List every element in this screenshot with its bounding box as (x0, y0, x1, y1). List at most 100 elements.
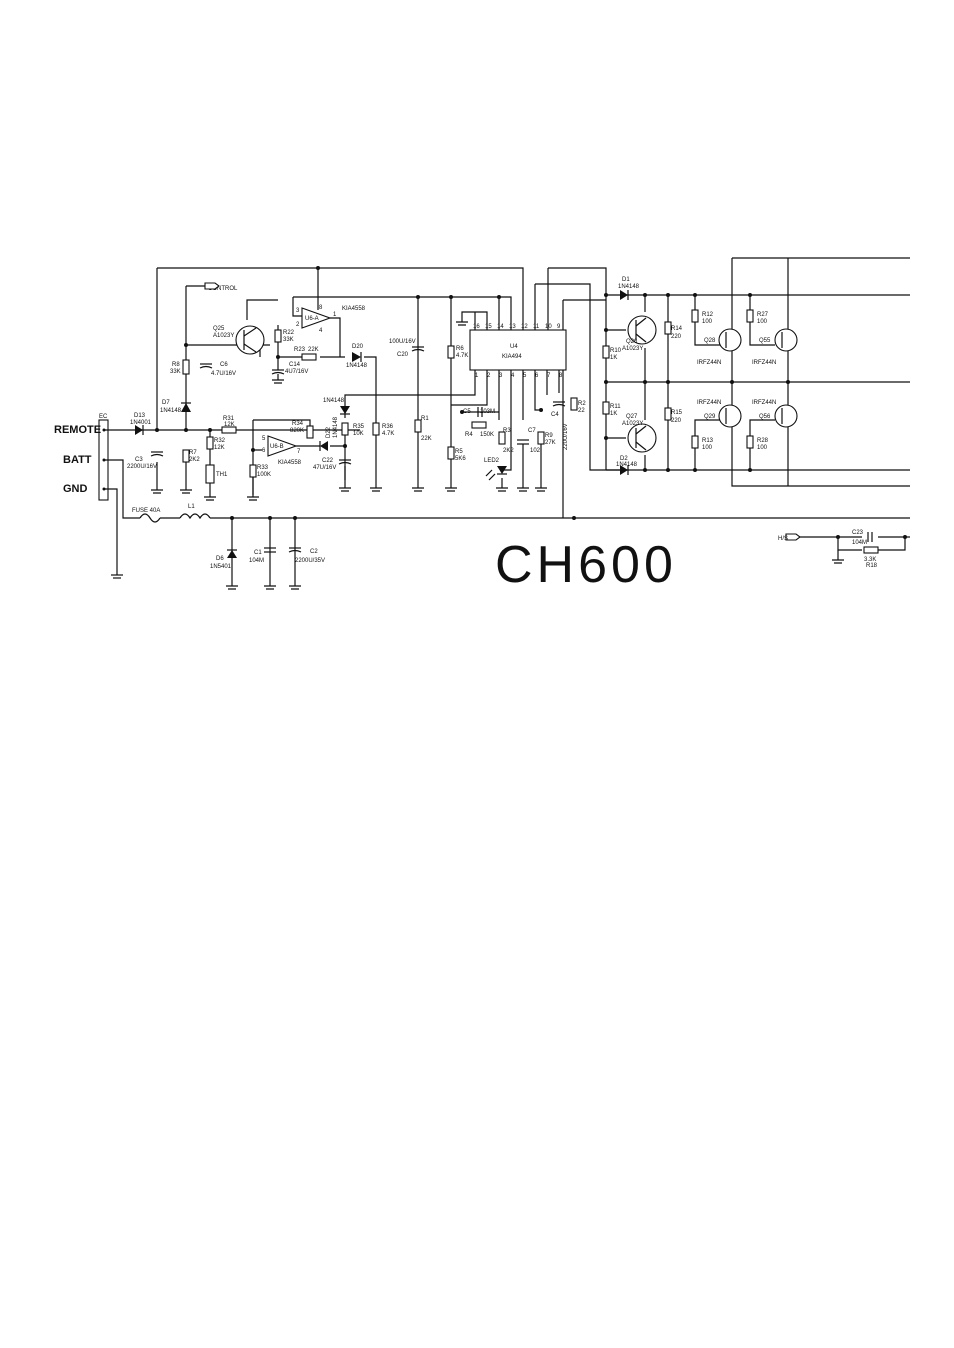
svg-text:150K: 150K (480, 432, 494, 438)
capacitors: C3 2200U/16V C6 4.7U/16V C14 4U7/16V C22… (127, 339, 873, 564)
svg-text:1N4148: 1N4148 (618, 284, 640, 290)
svg-text:3.3K: 3.3K (864, 557, 876, 563)
svg-text:12: 12 (521, 324, 528, 330)
svg-text:R11: R11 (610, 404, 621, 410)
svg-text:R33: R33 (257, 465, 269, 471)
svg-text:C3: C3 (135, 457, 143, 463)
svg-text:C1: C1 (254, 550, 262, 556)
svg-text:103M: 103M (480, 409, 495, 415)
svg-text:15: 15 (485, 324, 492, 330)
svg-text:A1023Y: A1023Y (213, 333, 234, 339)
resistors: R8 33K R7 2K2 R22 33K R23 22K R31 12K R3… (170, 309, 879, 569)
svg-text:1N4148: 1N4148 (160, 408, 182, 414)
diode-d6: D6 1N5401 (210, 549, 237, 570)
svg-text:C7: C7 (528, 428, 536, 434)
svg-text:IRFZ44N: IRFZ44N (697, 360, 721, 366)
svg-text:Q25: Q25 (213, 326, 225, 332)
svg-text:100: 100 (702, 445, 713, 451)
svg-text:Q27: Q27 (626, 414, 638, 420)
svg-text:1: 1 (475, 373, 479, 379)
transistor-q27: Q27 A1023Y (622, 414, 657, 453)
svg-text:R6: R6 (456, 346, 464, 352)
diode-d7: D7 1N4148 (160, 400, 191, 414)
svg-text:1: 1 (333, 312, 337, 318)
hs-connector: H/S (778, 533, 801, 542)
svg-text:4: 4 (511, 373, 515, 379)
svg-text:11: 11 (533, 324, 540, 330)
svg-text:4U7/16V: 4U7/16V (285, 369, 308, 375)
svg-text:U6-A: U6-A (305, 316, 319, 322)
wiring (104, 257, 910, 580)
svg-text:10: 10 (545, 324, 552, 330)
ic-u4: U4 KIA494 16 15 14 13 12 11 10 9 1 2 3 4… (469, 324, 567, 379)
svg-text:A1023Y: A1023Y (622, 421, 643, 427)
svg-text:L1: L1 (188, 504, 195, 510)
mosfet-q55: Q55 IRFZ44N (752, 328, 798, 366)
svg-text:1N5401: 1N5401 (210, 564, 232, 570)
svg-text:4.7K: 4.7K (456, 353, 468, 359)
svg-text:R1: R1 (421, 416, 429, 422)
svg-text:220: 220 (671, 334, 682, 340)
svg-text:R18: R18 (866, 563, 878, 569)
svg-text:4.7U/16V: 4.7U/16V (211, 371, 236, 377)
svg-text:LED2: LED2 (484, 458, 500, 464)
svg-text:1N4001: 1N4001 (130, 420, 152, 426)
svg-text:100U/16V: 100U/16V (389, 339, 416, 345)
svg-text:2: 2 (487, 373, 491, 379)
connector-ec: EC REMOTE BATT GND (54, 414, 109, 501)
svg-text:D7: D7 (162, 400, 170, 406)
svg-text:C6: C6 (220, 362, 228, 368)
label-batt: BATT (63, 454, 92, 466)
svg-text:R7: R7 (189, 450, 197, 456)
svg-text:D1: D1 (622, 277, 630, 283)
transistor-q25: Q25 A1023Y (213, 325, 265, 355)
svg-text:7: 7 (297, 449, 301, 455)
svg-text:4: 4 (319, 328, 323, 334)
svg-text:KIA494: KIA494 (502, 354, 522, 360)
svg-text:12K: 12K (224, 422, 235, 428)
svg-text:8: 8 (559, 373, 563, 379)
svg-text:Q29: Q29 (704, 414, 716, 420)
svg-text:R31: R31 (223, 416, 235, 422)
svg-text:8: 8 (319, 305, 323, 311)
svg-text:1N4148: 1N4148 (333, 416, 339, 438)
svg-text:R27: R27 (757, 312, 769, 318)
svg-text:5: 5 (262, 436, 266, 442)
svg-text:1N4148: 1N4148 (616, 462, 638, 468)
svg-text:Q28: Q28 (704, 338, 716, 344)
svg-text:Q56: Q56 (759, 414, 771, 420)
svg-text:104M: 104M (852, 540, 867, 546)
svg-text:102: 102 (530, 448, 541, 454)
svg-text:R14: R14 (671, 326, 683, 332)
diode-d22: D22 1N4148 (319, 416, 339, 451)
svg-text:C20: C20 (397, 352, 409, 358)
diode-d2: D2 1N4148 (616, 456, 638, 475)
svg-text:R28: R28 (757, 438, 769, 444)
svg-text:47U/16V: 47U/16V (313, 465, 336, 471)
svg-text:22: 22 (578, 408, 585, 414)
svg-text:13: 13 (509, 324, 516, 330)
svg-text:100K: 100K (257, 472, 271, 478)
svg-text:5: 5 (523, 373, 527, 379)
svg-text:D22: D22 (326, 426, 332, 438)
svg-text:R35: R35 (353, 424, 365, 430)
inductor-l1: L1 (179, 504, 211, 520)
svg-text:Q26: Q26 (626, 339, 638, 345)
svg-text:R4: R4 (465, 432, 473, 438)
opamp-u6b: U6-B KIA4558 5 6 7 (262, 435, 302, 466)
svg-text:2200U/16V: 2200U/16V (127, 464, 157, 470)
svg-text:100: 100 (757, 319, 768, 325)
svg-text:33K: 33K (170, 369, 181, 375)
diagram-title: CH600 (495, 536, 677, 594)
svg-text:R22: R22 (283, 330, 295, 336)
diode-d13: D13 1N4001 (130, 413, 152, 435)
svg-text:4.7K: 4.7K (382, 431, 394, 437)
svg-text:TH1: TH1 (216, 472, 228, 478)
svg-text:IRFZ44N: IRFZ44N (752, 400, 776, 406)
led2: LED2 (484, 458, 507, 481)
svg-text:R34: R34 (292, 421, 304, 427)
svg-text:A1023Y: A1023Y (622, 346, 643, 352)
svg-text:Q55: Q55 (759, 338, 771, 344)
svg-text:D6: D6 (216, 556, 224, 562)
fuse: FUSE 40A (132, 508, 161, 523)
